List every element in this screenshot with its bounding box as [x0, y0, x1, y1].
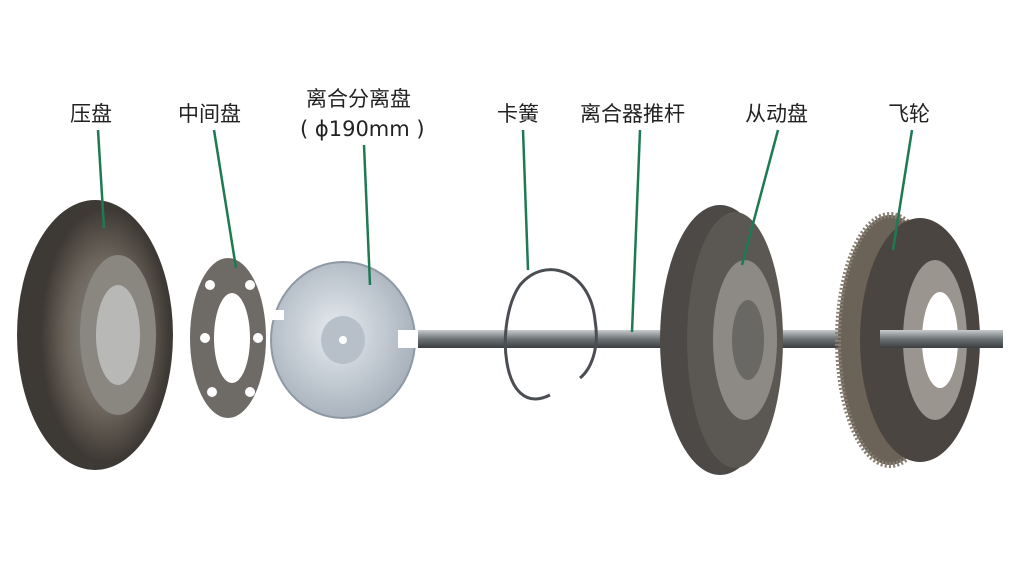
pressure-plate — [17, 200, 173, 470]
leader-line-pressure-plate — [96, 129, 106, 229]
driven-plate — [660, 205, 783, 475]
leader-line-release-plate — [362, 144, 372, 286]
push-rod-end — [880, 330, 1003, 348]
label-release-plate: 离合分离盘 — [306, 87, 411, 111]
label-push-rod: 离合器推杆 — [580, 102, 685, 126]
leader-line-circlip — [521, 129, 530, 271]
leader-line-driven-plate — [740, 129, 780, 266]
intermediate-plate — [190, 258, 266, 418]
label-flywheel: 飞轮 — [888, 102, 930, 126]
label-intermediate-plate: 中间盘 — [178, 102, 241, 126]
label-release-plate-size: ( ϕ190mm ) — [300, 117, 425, 141]
label-circlip: 卡簧 — [497, 102, 539, 126]
leader-line-flywheel — [891, 129, 914, 251]
label-pressure-plate: 压盘 — [70, 102, 112, 126]
leader-line-push-rod — [630, 129, 642, 333]
circlip — [503, 268, 598, 401]
label-driven-plate: 从动盘 — [745, 102, 808, 126]
release-plate — [270, 261, 418, 419]
leader-line-intermediate-plate — [212, 129, 238, 269]
